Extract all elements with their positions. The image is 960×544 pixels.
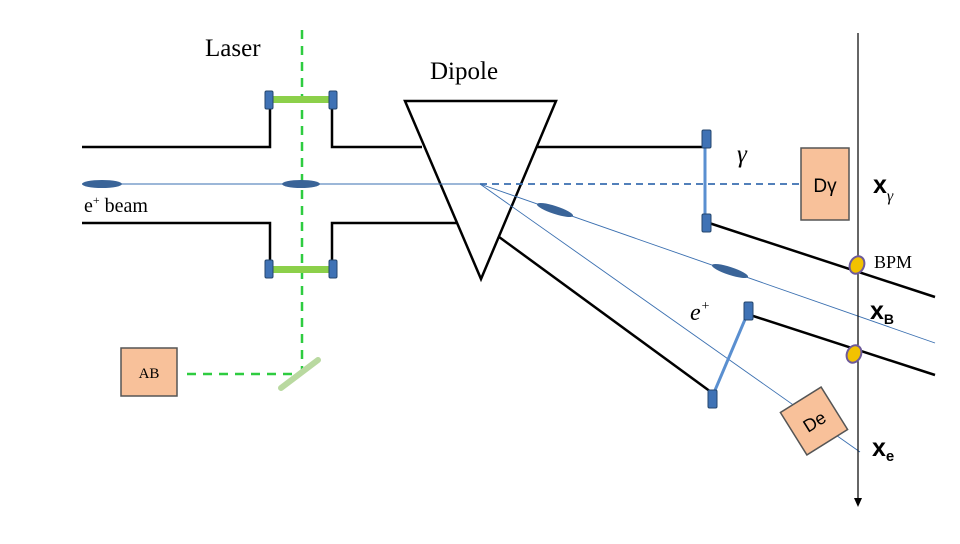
- bpm-label: BPM: [874, 252, 912, 272]
- cap-gamma-bottom: [701, 213, 712, 233]
- pipe-positron-inner-wall: [746, 312, 936, 377]
- d-gamma-label: Dγ: [813, 176, 837, 197]
- pipe-lower-left-wall: [82, 221, 272, 272]
- cap-gamma-top: [701, 129, 712, 149]
- de-detector: De: [779, 386, 849, 456]
- dipole-magnet: [403, 99, 558, 283]
- x-gamma-label: xγ: [873, 171, 894, 205]
- positron-label: e+: [690, 299, 710, 326]
- axis-arrow-head: [854, 498, 862, 507]
- pipe-lower-right-wall: [330, 221, 463, 272]
- cap-positron-top: [743, 301, 754, 321]
- cap-positron-bottom: [707, 389, 718, 409]
- laser-label: Laser: [205, 35, 261, 62]
- cap-laser-top-left: [264, 90, 274, 110]
- dipole-label: Dipole: [430, 58, 498, 85]
- gamma-label: γ: [737, 141, 748, 168]
- laser-mirror-top: [268, 96, 334, 103]
- laser-path: [187, 30, 304, 376]
- bunches: [82, 180, 749, 278]
- x-b-label: xB: [870, 297, 894, 327]
- ab-label: AB: [139, 366, 160, 382]
- bpm-upper: [848, 255, 866, 275]
- cap-laser-bottom-right: [328, 259, 338, 279]
- beam-label: e+ beam: [84, 193, 148, 217]
- positron-window: [711, 309, 751, 396]
- pipe-upper-right-wall: [330, 98, 422, 149]
- laser-mirror-bottom: [268, 266, 334, 273]
- pipe-upper-left-wall: [82, 98, 272, 149]
- bunch-interaction-point: [282, 180, 320, 188]
- pipe-positron-outer-wall: [494, 232, 712, 394]
- ab-mirror: [278, 357, 321, 391]
- end-caps: [264, 90, 754, 409]
- pipe-gamma-lower-wall: [705, 220, 936, 299]
- cap-laser-bottom-left: [264, 259, 274, 279]
- bpm-lower: [845, 344, 863, 364]
- d-gamma-detector: Dγ: [800, 147, 850, 221]
- bunch-deflected-1: [536, 203, 574, 217]
- x-e-label: xe: [872, 434, 894, 465]
- bunch-deflected-2: [711, 264, 749, 278]
- cap-laser-top-right: [328, 90, 338, 110]
- beam-pipe: [82, 98, 936, 394]
- bunch-incoming: [82, 180, 122, 188]
- ab-absorber: AB: [120, 347, 178, 397]
